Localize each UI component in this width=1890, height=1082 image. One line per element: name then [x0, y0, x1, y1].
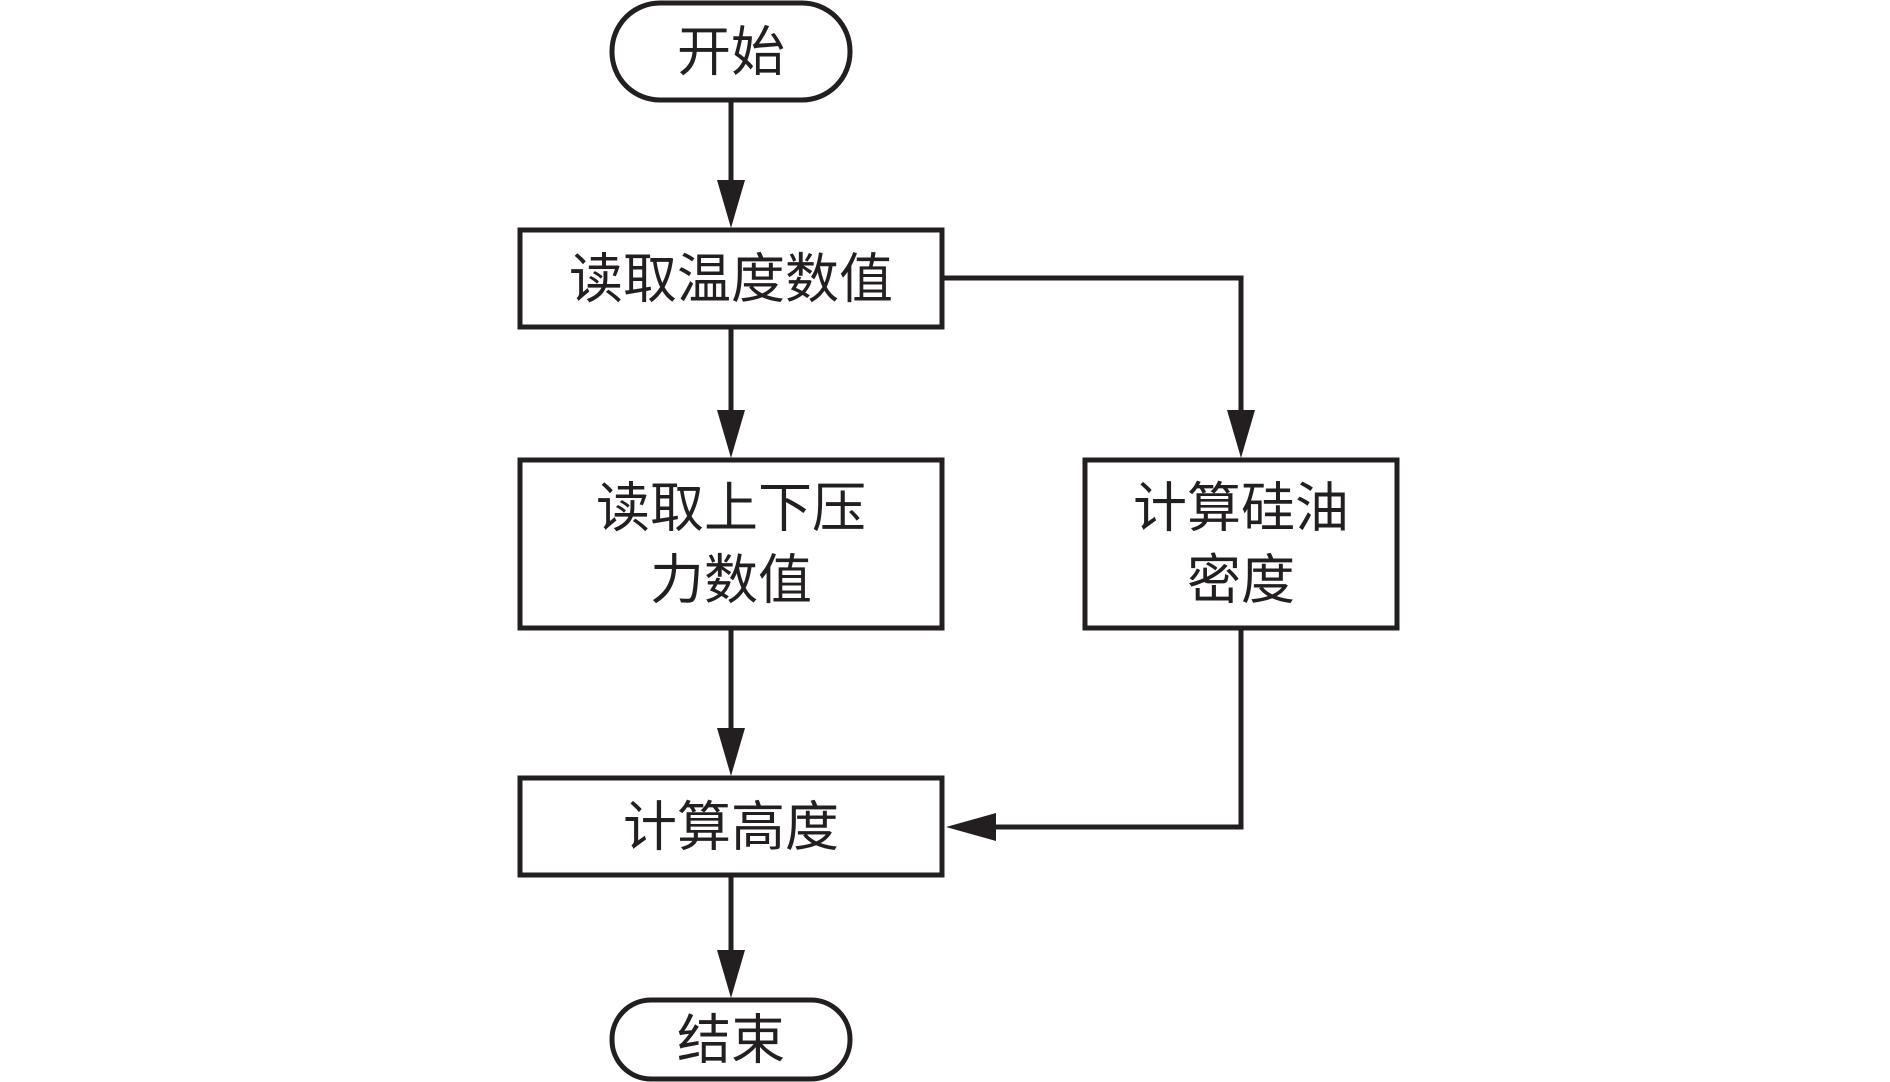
arrowhead-read-temperature: [717, 180, 745, 228]
read-temperature-box: [517, 227, 945, 330]
read-pressure-node: 读取上下压 力数值: [517, 457, 945, 631]
start-terminal-shape: [609, 0, 853, 103]
arrowhead-compute-height-side: [946, 813, 996, 841]
oil-density-box: [1082, 457, 1400, 631]
arrowhead-compute-height-top: [717, 728, 745, 776]
arrowhead-end: [717, 950, 745, 998]
start-label: 开始: [677, 21, 785, 84]
read-pressure-label-line1: 读取上下压: [596, 477, 866, 540]
oil-density-label-line1: 计算硅油: [1133, 477, 1349, 540]
compute-height-node: 计算高度: [517, 775, 945, 878]
oil-density-label-line2: 密度: [1187, 549, 1295, 612]
connector-read-temperature-to-oil-density: [942, 275, 1244, 416]
read-pressure-label-line2: 力数值: [650, 549, 812, 612]
compute-height-box: [517, 775, 945, 878]
end-terminal-shape: [609, 997, 853, 1082]
arrowhead-oil-density: [1227, 410, 1255, 458]
compute-height-label: 计算高度: [623, 796, 839, 859]
connectors: [717, 100, 1255, 998]
oil-density-node: 计算硅油 密度: [1082, 457, 1400, 631]
end-label: 结束: [677, 1009, 785, 1072]
read-temperature-node: 读取温度数值: [517, 227, 945, 330]
start-node: 开始: [609, 0, 853, 103]
read-pressure-box: [517, 457, 945, 631]
read-temperature-label: 读取温度数值: [569, 248, 893, 311]
connector-oil-density-to-compute-height: [990, 628, 1244, 830]
arrowhead-read-pressure: [717, 410, 745, 458]
end-node: 结束: [609, 997, 853, 1082]
